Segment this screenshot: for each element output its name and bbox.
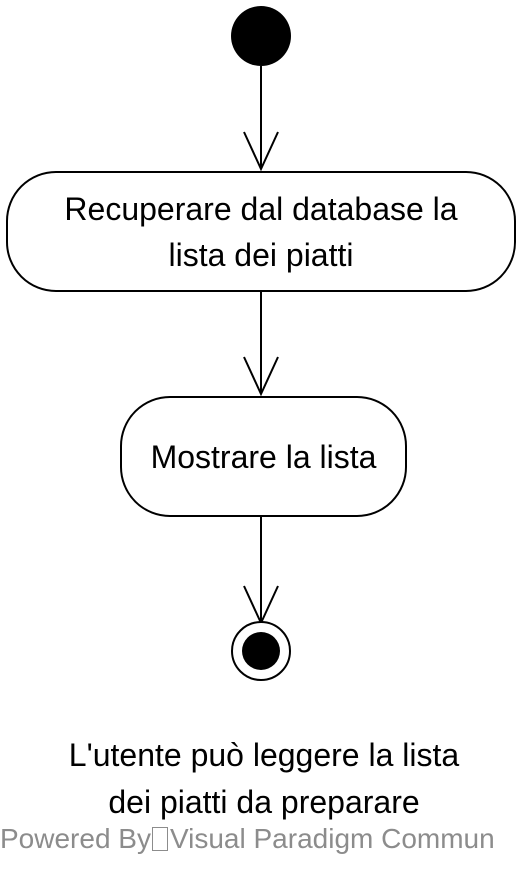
arrowhead-2 <box>243 356 279 397</box>
action-label-line: Recuperare dal database la <box>64 190 458 227</box>
action-show-list: Mostrare la lista <box>120 396 407 517</box>
action-label-line: lista dei piatti <box>168 236 354 273</box>
final-node-core <box>242 632 280 670</box>
note-line: dei piatti da preparare <box>108 784 420 820</box>
action-show-list-label: Mostrare la lista <box>150 438 377 475</box>
watermark-glyph-box-icon <box>151 827 168 851</box>
note-line: L'utente può leggere la lista <box>68 737 460 773</box>
arrowhead-1 <box>243 131 279 172</box>
watermark: Powered By Visual Paradigm Commun <box>0 822 495 856</box>
watermark-prefix: Powered By <box>0 823 151 854</box>
initial-node <box>231 6 291 66</box>
action-retrieve-dishes-label: Recuperare dal database la lista dei pia… <box>64 186 457 278</box>
watermark-suffix: Visual Paradigm Commun <box>169 823 495 854</box>
diagram-note: L'utente può leggere la lista dei piatti… <box>0 732 528 826</box>
action-retrieve-dishes: Recuperare dal database la lista dei pia… <box>6 171 516 292</box>
